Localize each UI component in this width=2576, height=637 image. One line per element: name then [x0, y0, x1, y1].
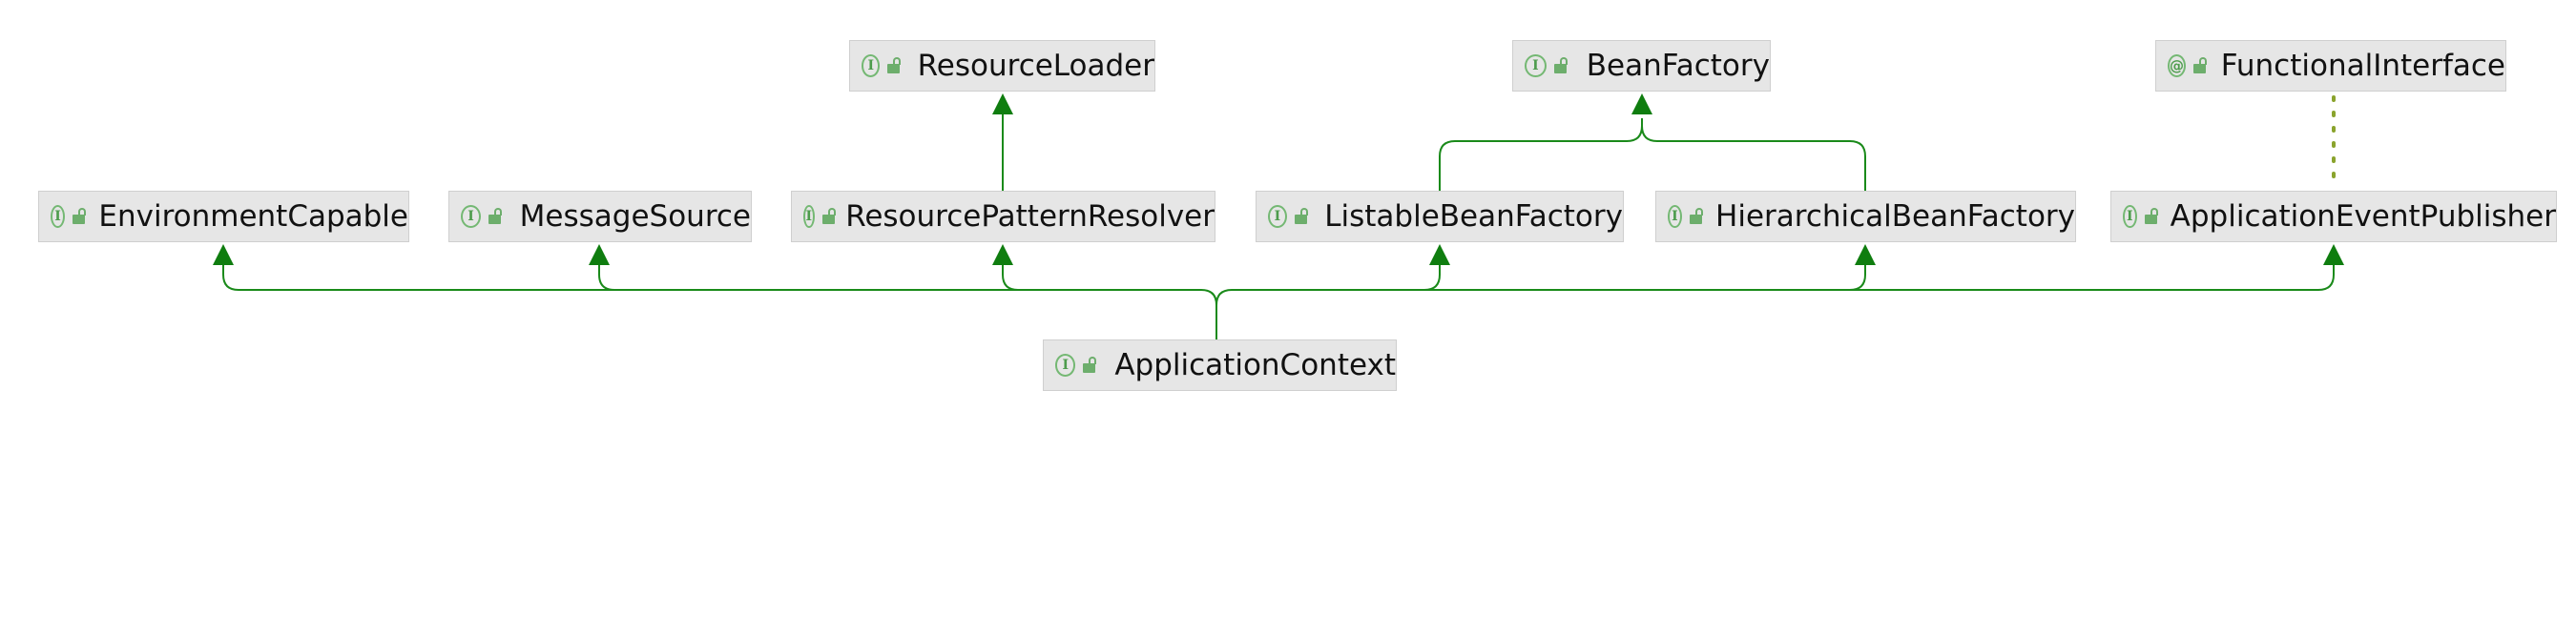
arrowhead-beanfactory — [1631, 93, 1652, 114]
edge-context-to-messagesource — [598, 265, 615, 291]
node-label: FunctionalInterface — [2220, 49, 2505, 83]
node-hierarchicalbeanfactory[interactable]: I HierarchicalBeanFactory — [1655, 191, 2076, 242]
arrowhead-hierarchicalbeanfactory — [1855, 244, 1876, 265]
interface-icon: I — [862, 54, 881, 77]
node-label: HierarchicalBeanFactory — [1715, 199, 2075, 234]
edge-context-to-listable — [1423, 265, 1441, 291]
interface-icon: I — [1268, 205, 1287, 228]
node-label: EnvironmentCapable — [98, 199, 408, 234]
node-label: ResourceLoader — [917, 49, 1154, 83]
node-label: ApplicationContext — [1114, 348, 1396, 382]
open-lock-icon — [488, 208, 503, 225]
interface-icon: I — [461, 205, 482, 228]
node-label: MessageSource — [519, 199, 751, 234]
interface-icon: I — [2123, 205, 2137, 228]
node-listablebeanfactory[interactable]: I ListableBeanFactory — [1256, 191, 1624, 242]
edge-context-trunk — [222, 265, 1217, 339]
node-resourcepatternresolver[interactable]: I ResourcePatternResolver — [791, 191, 1215, 242]
edge-listable-to-beanfactory — [1439, 118, 1643, 193]
open-lock-icon — [1689, 208, 1703, 225]
open-lock-icon — [1553, 57, 1569, 74]
node-label: ListableBeanFactory — [1324, 199, 1623, 234]
edge-context-trunk-right — [1215, 265, 2335, 339]
interface-icon: I — [1525, 54, 1547, 77]
interface-icon: I — [1055, 354, 1076, 377]
interface-icon: I — [51, 205, 66, 228]
arrowhead-listablebeanfactory — [1429, 244, 1450, 265]
interface-icon: I — [1668, 205, 1682, 228]
open-lock-icon — [2144, 208, 2158, 225]
arrowhead-environmentcapable — [213, 244, 234, 265]
edge-hierarchical-to-beanfactory — [1641, 118, 1866, 193]
node-label: ResourcePatternResolver — [845, 199, 1215, 234]
arrowhead-messagesource — [589, 244, 610, 265]
open-lock-icon — [1294, 208, 1308, 225]
node-applicationcontext[interactable]: I ApplicationContext — [1043, 339, 1397, 391]
open-lock-icon — [1083, 357, 1097, 374]
node-functionalinterface[interactable]: @ FunctionalInterface — [2155, 40, 2506, 92]
arrowhead-resourcepatternresolver — [992, 244, 1013, 265]
annotation-icon: @ — [2168, 54, 2186, 77]
node-messagesource[interactable]: I MessageSource — [448, 191, 752, 242]
open-lock-icon — [2193, 57, 2207, 74]
edge-context-to-resourcepatternresolver — [1002, 265, 1019, 291]
open-lock-icon — [821, 208, 836, 225]
node-resourceloader[interactable]: I ResourceLoader — [849, 40, 1155, 92]
open-lock-icon — [887, 57, 902, 74]
interface-icon: I — [803, 205, 815, 228]
node-label: ApplicationEventPublisher — [2170, 199, 2556, 234]
node-environmentcapable[interactable]: I EnvironmentCapable — [38, 191, 409, 242]
node-beanfactory[interactable]: I BeanFactory — [1512, 40, 1771, 92]
edge-context-to-hierarchical — [1849, 265, 1866, 291]
node-applicationeventpublisher[interactable]: I ApplicationEventPublisher — [2110, 191, 2557, 242]
arrowhead-applicationeventpublisher — [2323, 244, 2344, 265]
open-lock-icon — [73, 208, 87, 225]
node-label: BeanFactory — [1586, 49, 1770, 83]
arrowhead-resourceloader — [992, 93, 1013, 114]
